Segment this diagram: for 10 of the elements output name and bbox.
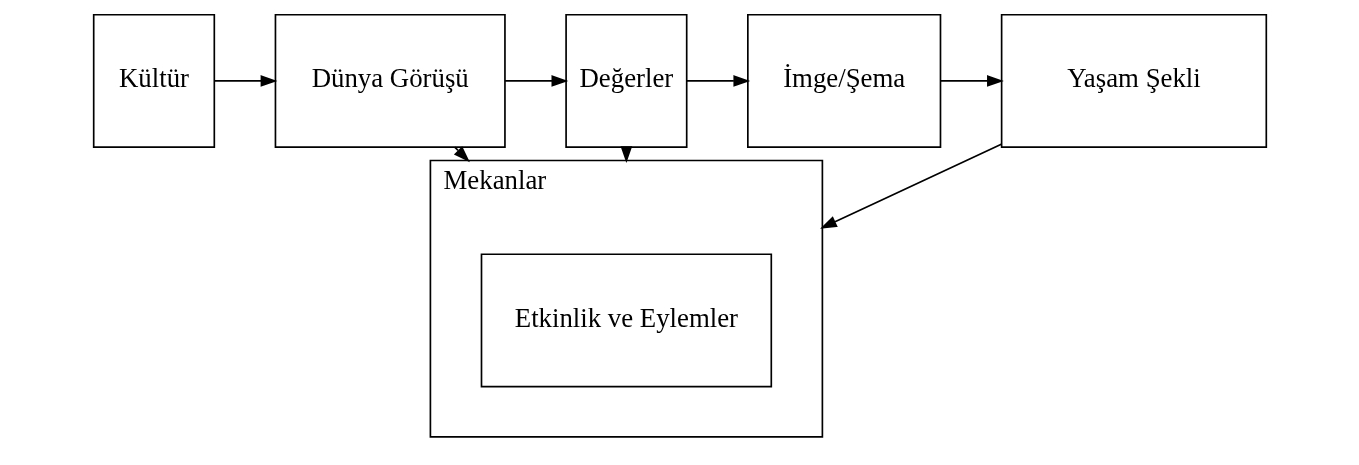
node-box: Etkinlik ve Eylemler [480, 253, 772, 388]
arrow [939, 75, 1004, 87]
node-box: İmge/Şema [746, 13, 941, 148]
arrow [685, 75, 750, 87]
arrow [503, 75, 568, 87]
arrow [819, 143, 1002, 229]
node-box: Dünya Görüşü [274, 13, 506, 148]
node-box: Yaşam Şekli [1000, 13, 1267, 148]
node-box: Kültür [92, 13, 215, 148]
arrow [213, 75, 277, 87]
